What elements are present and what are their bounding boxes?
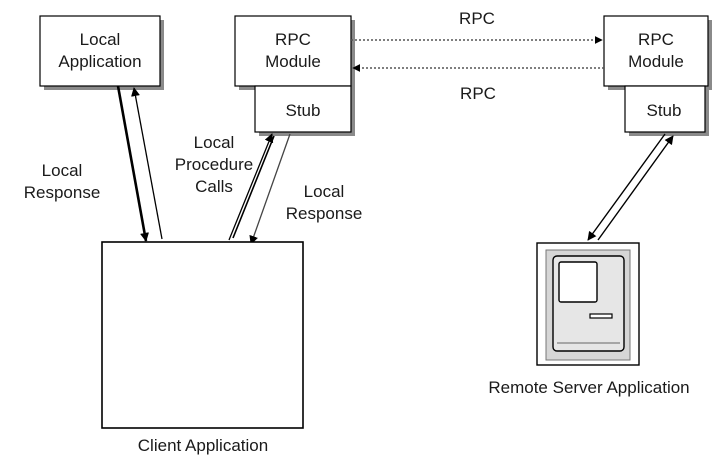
local-rpc-module-label-line1: RPC [275,30,311,49]
client-application-box [101,241,304,429]
local-procedure-calls-label-line1: Local [194,133,235,152]
local-application-label-line1: Local [80,30,121,49]
local-response-left-label-line2: Response [24,183,101,202]
remote-server-application-label: Remote Server Application [488,378,689,397]
remote-rpc-module-box: RPC Module [603,15,712,90]
remote-rpc-module-label-line1: RPC [638,30,674,49]
rpc-top-label: RPC [459,9,495,28]
local-app-client-arrows [116,85,163,242]
remote-rpc-module-label-line2: Module [628,52,684,71]
stub-server-arrows [587,133,674,241]
local-application-box: Local Application [39,15,164,90]
local-stub-box: Stub [254,85,355,136]
remote-stub-box: Stub [624,85,709,136]
remote-stub-label: Stub [647,101,682,120]
local-response-right-label-line2: Response [286,204,363,223]
local-procedure-calls-label-line3: Calls [195,177,233,196]
stub-client-arrows [228,133,291,245]
local-rpc-module-box: RPC Module [234,15,355,90]
client-application-label: Client Application [138,436,268,455]
local-procedure-calls-label-line2: Procedure [175,155,253,174]
local-response-right-label-line1: Local [304,182,345,201]
local-stub-label: Stub [286,101,321,120]
local-response-left-label-line1: Local [42,161,83,180]
local-rpc-module-label-line2: Module [265,52,321,71]
classic-macintosh-computer-icon [536,242,640,366]
local-application-label-line2: Application [58,52,141,71]
rpc-bottom-label: RPC [460,84,496,103]
